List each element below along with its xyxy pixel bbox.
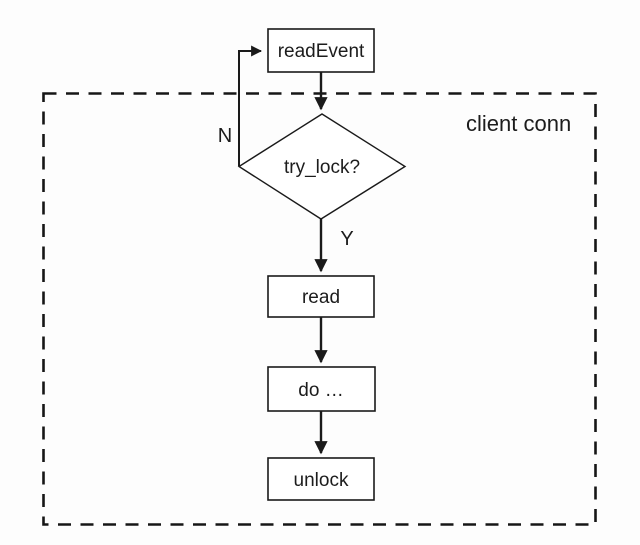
node-read-label: read bbox=[302, 287, 340, 308]
node-unlock bbox=[267, 457, 375, 501]
region-label: client conn bbox=[466, 111, 571, 136]
node-do bbox=[267, 366, 376, 412]
node-readevent-label: readEvent bbox=[278, 41, 365, 62]
client-conn-boundary bbox=[42, 92, 597, 526]
edge-label-no: N bbox=[218, 125, 232, 147]
node-do-label: do … bbox=[298, 380, 343, 401]
edge-label-yes: Y bbox=[340, 228, 353, 250]
decision-trylock-label: try_lock? bbox=[284, 157, 360, 178]
node-unlock-label: unlock bbox=[294, 470, 349, 491]
edge-trylock-to-readevent bbox=[238, 45, 263, 166]
node-readevent bbox=[267, 28, 375, 73]
